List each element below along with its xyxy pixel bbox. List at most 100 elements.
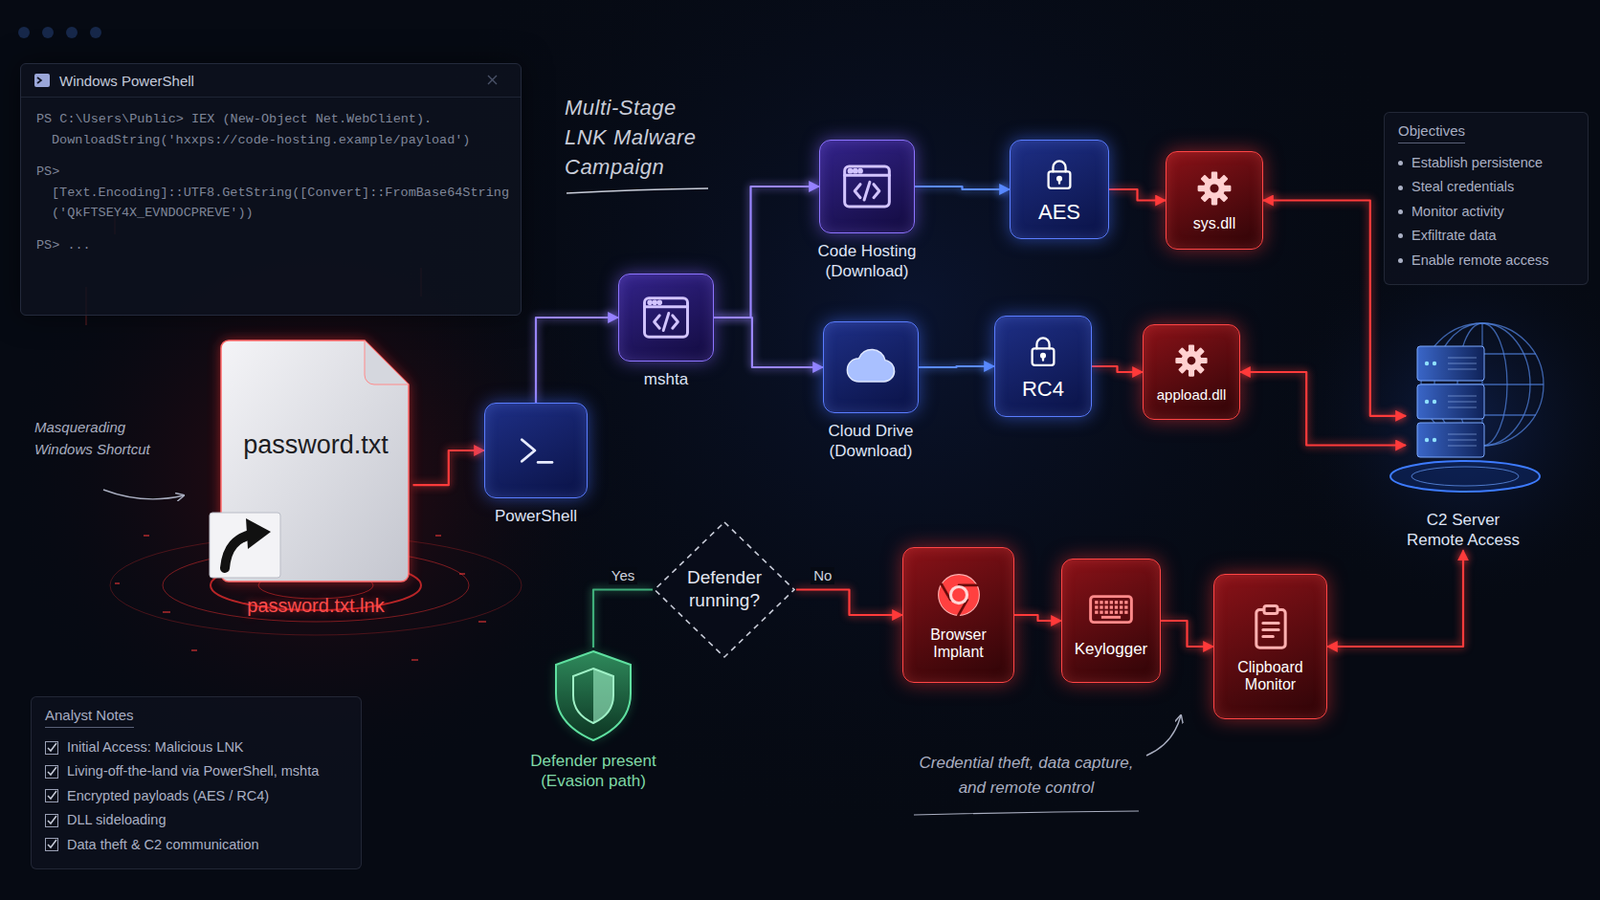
bullet-dot <box>1398 160 1403 166</box>
tile-text: appload.dll <box>1156 386 1227 403</box>
list-item: Steal credentials <box>1411 175 1514 200</box>
icon-tile: sys.dll <box>1165 151 1264 250</box>
list-item: Living-off-the-land via PowerShell, msht… <box>66 759 319 784</box>
connector <box>1109 189 1166 201</box>
node-label: Code Hosting (Download) <box>800 241 934 283</box>
connector <box>593 590 653 649</box>
diamond-outline <box>652 520 797 660</box>
icon-wrap <box>933 569 985 622</box>
connector <box>1160 621 1214 647</box>
page-shape <box>219 334 414 586</box>
tile-text: Browser Implant <box>903 626 1014 663</box>
annotation: Masquerading Windows Shortcut <box>34 417 178 461</box>
icon-wrap <box>842 338 900 397</box>
icon-tile <box>822 321 919 414</box>
list-row: Monitor activity <box>1398 200 1575 224</box>
checkbox <box>44 741 59 756</box>
icon-tile: AES <box>1009 139 1110 240</box>
bullet-dot <box>1398 233 1403 239</box>
notes-panel: ObjectivesEstablish persistenceSteal cre… <box>1383 111 1589 286</box>
icon-tile: RC4 <box>994 315 1092 418</box>
icon-tile: Clipboard Monitor <box>1213 574 1328 720</box>
icon <box>487 74 498 86</box>
stage-tile: AES <box>1009 139 1110 240</box>
icon <box>1193 167 1236 210</box>
icon-wrap <box>840 159 894 214</box>
leader-arrow <box>103 489 184 500</box>
decision-text: Defender running? <box>674 566 775 614</box>
annotation: Credential theft, data capture, and remo… <box>904 751 1149 800</box>
list-item: Encrypted payloads (AES / RC4) <box>66 784 269 809</box>
list-item: DLL sideloading <box>66 808 166 833</box>
check-mark <box>45 742 58 755</box>
stage-tile: mshta <box>594 273 738 390</box>
check-mark <box>45 766 58 778</box>
check-mark <box>45 839 58 851</box>
stage-tile: appload.dll <box>1142 324 1241 421</box>
icon <box>1244 600 1298 654</box>
icon-wrap <box>1193 167 1236 210</box>
icon <box>933 569 985 622</box>
icon <box>840 159 894 214</box>
list-row: Exfiltrate data <box>1398 223 1575 248</box>
icon-wrap <box>1039 154 1080 195</box>
check-mark <box>45 790 58 802</box>
edge-label: No <box>810 567 835 585</box>
c2-server: C2 Server Remote Access <box>1400 308 1526 552</box>
list-item: Enable remote access <box>1411 248 1549 273</box>
checkbox <box>44 789 59 803</box>
close-button <box>487 74 498 86</box>
notes-panel: Analyst NotesInitial Access: Malicious L… <box>30 696 362 870</box>
decision-diamond: Defender running? <box>652 520 797 660</box>
stage-tile: Keylogger <box>1061 558 1161 684</box>
icon-tile <box>618 273 714 362</box>
bullet-dot <box>1398 185 1403 191</box>
connector <box>796 590 903 617</box>
terminal-window: Windows PowerShellPS C:\Users\Public> IE… <box>20 63 522 316</box>
leader-arrow <box>1146 715 1181 756</box>
checkbox <box>44 838 59 852</box>
underline <box>913 811 1139 816</box>
list-item: Initial Access: Malicious LNK <box>66 735 245 760</box>
lnk-file: password.txt password.txt.lnk <box>200 334 431 618</box>
node-label: Cloud Drive (Download) <box>803 421 938 463</box>
bullet-dot <box>1398 209 1403 215</box>
defender-shield: Defender present (Evasion path) <box>521 647 666 793</box>
server-icon <box>1405 308 1521 505</box>
stage-tile: Code Hosting (Download) <box>800 139 934 283</box>
stage-tile: PowerShell <box>459 402 613 527</box>
bullet-dot <box>1398 258 1403 264</box>
window-title: Windows PowerShell <box>59 72 195 89</box>
icon <box>1171 340 1212 381</box>
icon-tile <box>484 402 588 499</box>
window-dots <box>18 26 102 39</box>
list-row: Initial Access: Malicious LNK <box>44 735 348 760</box>
list-row: Establish persistence <box>1398 151 1575 176</box>
edge-label: Yes <box>608 567 638 585</box>
check-mark <box>45 815 58 827</box>
tile-text: Keylogger <box>1074 640 1149 660</box>
file-extension-label: password.txt.lnk <box>200 595 431 618</box>
panel-heading: Objectives <box>1398 122 1466 144</box>
icon <box>510 424 562 477</box>
stage-tile: sys.dll <box>1165 151 1264 250</box>
diamond-shape <box>652 520 797 660</box>
file-name: password.txt <box>219 430 414 461</box>
tile-text: Clipboard Monitor <box>1214 659 1327 695</box>
node-label: PowerShell <box>459 506 613 527</box>
panel-heading: Analyst Notes <box>44 707 134 729</box>
connector <box>1240 372 1406 446</box>
list-row: Steal credentials <box>1398 175 1575 200</box>
tile-text: AES <box>1038 200 1081 224</box>
list-row: DLL sideloading <box>44 808 348 833</box>
document-icon <box>219 334 414 586</box>
node-label: mshta <box>594 369 738 390</box>
terminal-icon <box>34 73 50 88</box>
connector <box>1327 551 1464 648</box>
icon-tile: Browser Implant <box>902 547 1015 684</box>
connector <box>914 186 1010 190</box>
icon <box>640 291 692 344</box>
